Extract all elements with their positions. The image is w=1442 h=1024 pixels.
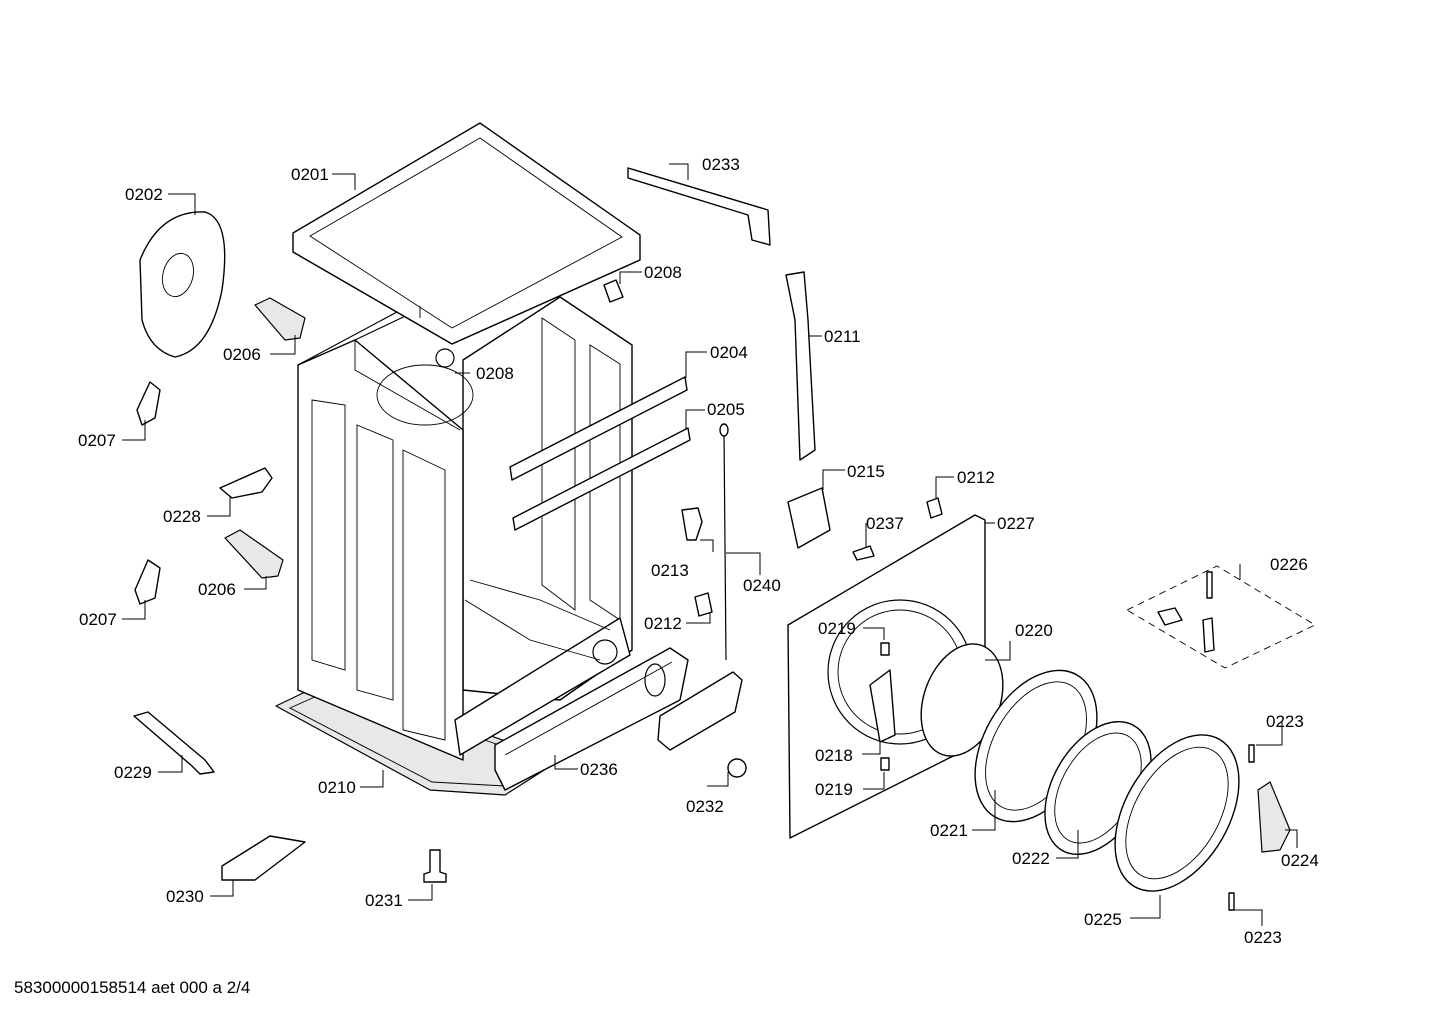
callout-0212-lower: 0212 xyxy=(644,614,682,633)
callout-0205: 0205 xyxy=(707,400,745,419)
callout-labels: 0201 0202 0206 0207 0228 0206 0207 0229 … xyxy=(78,155,1319,947)
rear-cover-part xyxy=(139,211,226,358)
side-rail-part xyxy=(785,271,816,461)
callout-0202: 0202 xyxy=(125,185,163,204)
callout-0201: 0201 xyxy=(291,165,329,184)
hinge-kit-box xyxy=(1126,565,1316,669)
callout-0221: 0221 xyxy=(930,821,968,840)
callout-0222: 0222 xyxy=(1012,849,1050,868)
leader-lines xyxy=(122,163,1298,926)
control-module-part xyxy=(787,487,831,549)
door-outer-ring-part xyxy=(1114,734,1240,892)
callout-0206-upper: 0206 xyxy=(223,345,261,364)
clip-0208 xyxy=(603,279,624,303)
callout-0228: 0228 xyxy=(163,507,201,526)
callout-0215: 0215 xyxy=(847,462,885,481)
callout-0225: 0225 xyxy=(1084,910,1122,929)
fascia-panel-part xyxy=(494,647,743,791)
shock-absorber-lower xyxy=(224,529,284,579)
callout-0212-upper: 0212 xyxy=(957,468,995,487)
callout-0211: 0211 xyxy=(824,327,861,346)
callout-0218: 0218 xyxy=(815,746,853,765)
callout-0226: 0226 xyxy=(1270,555,1308,574)
callout-0213: 0213 xyxy=(651,561,689,580)
callout-0204: 0204 xyxy=(710,343,748,362)
callout-0233: 0233 xyxy=(702,155,740,174)
bracket-upper xyxy=(136,381,161,426)
plug-cap-part xyxy=(727,758,747,778)
document-id: 58300000158514 aet 000 a 2/4 xyxy=(14,978,251,997)
callout-0231: 0231 xyxy=(365,891,403,910)
small-parts xyxy=(133,167,1255,911)
adjustable-foot-part xyxy=(423,849,447,883)
clamp-part xyxy=(219,467,273,499)
transport-bracket-part xyxy=(221,835,306,881)
callout-0208-lower: 0208 xyxy=(476,364,514,383)
clip-upper xyxy=(926,497,943,519)
callout-0219-upper: 0219 xyxy=(818,619,856,638)
cross-brace-parts xyxy=(509,376,691,531)
callout-0227: 0227 xyxy=(997,514,1035,533)
door-handle-part xyxy=(1257,781,1291,853)
callout-0236: 0236 xyxy=(580,760,618,779)
callout-0207-lower: 0207 xyxy=(79,610,117,629)
top-cover-part xyxy=(292,122,641,345)
cabinet-housing xyxy=(275,289,633,796)
shock-absorber-upper xyxy=(254,297,306,341)
callout-0223-upper: 0223 xyxy=(1266,712,1304,731)
callout-0207-upper: 0207 xyxy=(78,431,116,450)
callout-0220: 0220 xyxy=(1015,621,1053,640)
bracket-lower xyxy=(134,559,161,605)
callout-0219-lower: 0219 xyxy=(815,780,853,799)
callout-0240: 0240 xyxy=(743,576,781,595)
wrench-tool xyxy=(133,711,215,775)
callout-0232: 0232 xyxy=(686,797,724,816)
callout-0237: 0237 xyxy=(866,514,904,533)
callout-0208-upper: 0208 xyxy=(644,263,682,282)
clip-lower xyxy=(694,592,713,617)
pin-upper xyxy=(1248,744,1255,763)
hose-elbow-part xyxy=(681,507,703,541)
callout-0229: 0229 xyxy=(114,763,152,782)
door-assembly-parts xyxy=(920,643,1291,892)
pin-lower xyxy=(1228,892,1235,911)
callout-0210: 0210 xyxy=(318,778,356,797)
callout-0224: 0224 xyxy=(1281,851,1319,870)
callout-0230: 0230 xyxy=(166,887,204,906)
cabinet-side-panel xyxy=(297,339,464,761)
top-rail-part xyxy=(627,167,771,246)
callout-0206-lower: 0206 xyxy=(198,580,236,599)
callout-0223-lower: 0223 xyxy=(1244,928,1282,947)
tab-part xyxy=(852,545,875,561)
